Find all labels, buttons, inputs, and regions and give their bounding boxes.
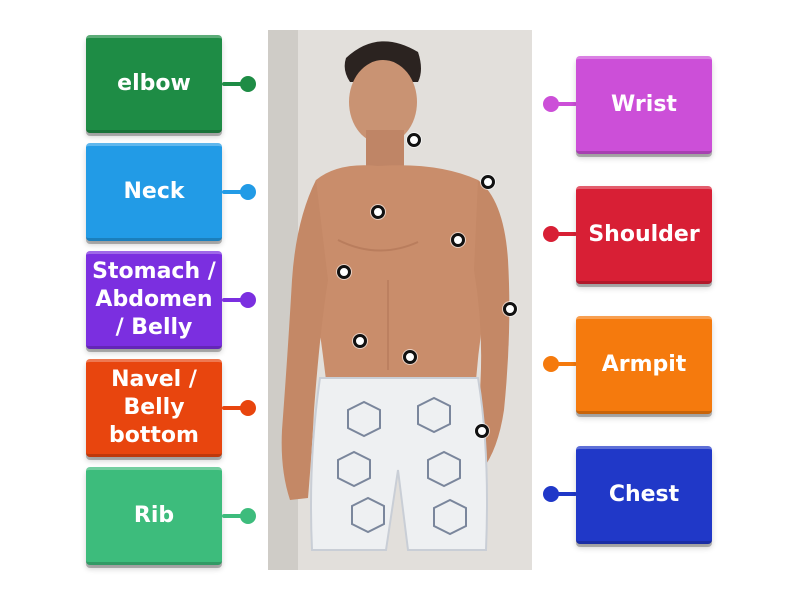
label-text: Rib xyxy=(133,503,175,528)
connector xyxy=(222,514,244,518)
connector-knob xyxy=(240,508,256,524)
arm-left-shape xyxy=(281,180,328,500)
hotspot-neck[interactable] xyxy=(407,133,421,147)
connector xyxy=(222,298,244,302)
connector xyxy=(555,102,577,106)
connector-knob xyxy=(240,400,256,416)
connector-knob xyxy=(240,292,256,308)
label-wrist[interactable]: Wrist xyxy=(576,56,712,154)
label-text: Stomach / Abdomen / Belly xyxy=(92,259,216,340)
label-text: Navel / Belly bottom xyxy=(109,367,199,448)
hotspot-armpit[interactable] xyxy=(451,233,465,247)
head-shape xyxy=(349,60,417,144)
connector xyxy=(222,190,244,194)
label-shoulder[interactable]: Shoulder xyxy=(576,186,712,284)
body-photo xyxy=(268,30,532,570)
label-armpit[interactable]: Armpit xyxy=(576,316,712,414)
label-rib[interactable]: Rib xyxy=(86,467,222,565)
label-text: Wrist xyxy=(611,92,677,117)
hotspot-elbow[interactable] xyxy=(503,302,517,316)
label-neck[interactable]: Neck xyxy=(86,143,222,241)
label-elbow[interactable]: elbow xyxy=(86,35,222,133)
connector-knob xyxy=(543,226,559,242)
label-text: Shoulder xyxy=(588,222,700,247)
connector xyxy=(555,362,577,366)
connector-knob xyxy=(240,76,256,92)
connector-knob xyxy=(543,356,559,372)
hotspot-navel[interactable] xyxy=(353,334,367,348)
connector xyxy=(555,232,577,236)
body-illustration xyxy=(268,30,532,570)
label-chest[interactable]: Chest xyxy=(576,446,712,544)
hotspot-wrist[interactable] xyxy=(475,424,489,438)
connector xyxy=(222,406,244,410)
arm-right-shape xyxy=(466,180,510,470)
torso-shape xyxy=(308,165,494,380)
connector-knob xyxy=(543,486,559,502)
hotspot-stomach[interactable] xyxy=(403,350,417,364)
connector xyxy=(222,82,244,86)
neck-shape xyxy=(366,130,404,170)
hotspot-rib[interactable] xyxy=(337,265,351,279)
connector-knob xyxy=(543,96,559,112)
shorts-shape xyxy=(310,377,488,551)
label-stomach[interactable]: Stomach / Abdomen / Belly xyxy=(86,251,222,349)
connector-knob xyxy=(240,184,256,200)
connector xyxy=(555,492,577,496)
hotspot-chest[interactable] xyxy=(371,205,385,219)
label-text: Neck xyxy=(123,179,185,204)
label-text: elbow xyxy=(117,71,191,96)
label-text: Armpit xyxy=(601,352,687,377)
shorts-pattern xyxy=(337,396,467,536)
hotspot-shoulder[interactable] xyxy=(481,175,495,189)
label-text: Chest xyxy=(608,482,680,507)
label-navel[interactable]: Navel / Belly bottom xyxy=(86,359,222,457)
